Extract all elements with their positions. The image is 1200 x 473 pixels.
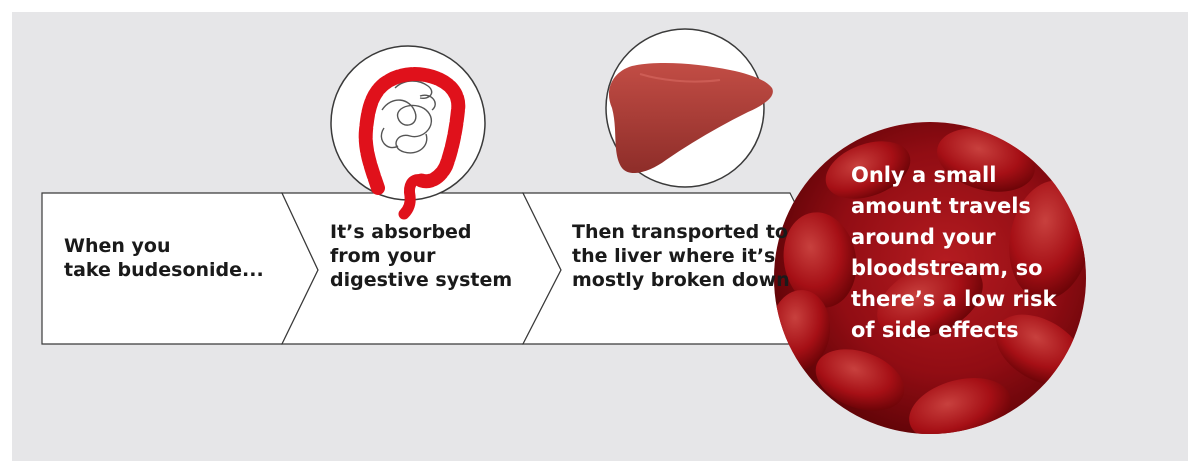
final-line-3: around your [851, 222, 1056, 253]
step-1-line-2: take budesonide... [64, 258, 264, 282]
step-2-line-1: It’s absorbed [330, 220, 512, 244]
final-line-2: amount travels [851, 191, 1056, 222]
intestine-icon [331, 46, 485, 214]
step-2-text: It’s absorbed from your digestive system [330, 220, 512, 292]
liver-icon [606, 29, 773, 187]
step-1-line-1: When you [64, 234, 264, 258]
step-1-text: When you take budesonide... [64, 234, 264, 282]
final-line-6: of side effects [851, 315, 1056, 346]
step-3-line-3: mostly broken down [572, 268, 790, 292]
step-2-line-2: from your [330, 244, 512, 268]
step-3-line-2: the liver where it’s [572, 244, 790, 268]
step-3-text: Then transported to the liver where it’s… [572, 220, 790, 292]
step-3-line-1: Then transported to [572, 220, 790, 244]
step-2-line-3: digestive system [330, 268, 512, 292]
final-outcome-text: Only a small amount travels around your … [851, 160, 1056, 346]
final-line-4: bloodstream, so [851, 253, 1056, 284]
final-line-1: Only a small [851, 160, 1056, 191]
final-line-5: there’s a low risk [851, 284, 1056, 315]
